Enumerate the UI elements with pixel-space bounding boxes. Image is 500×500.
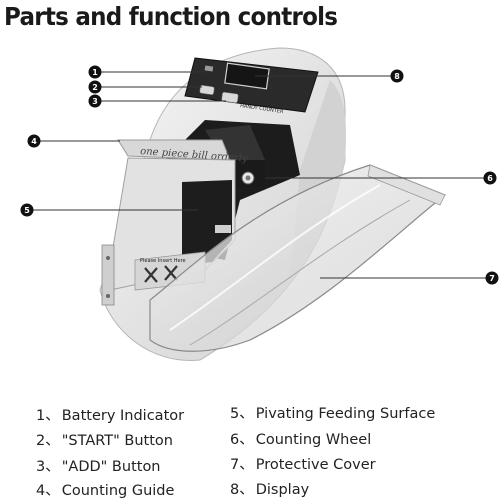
page-title: Parts and function controls <box>4 2 338 31</box>
legend-label: Display <box>255 482 310 498</box>
callout-marker-6: 6 <box>483 171 497 185</box>
callout-lines <box>33 71 486 279</box>
tray-text: Please Insert Here <box>140 258 186 264</box>
add-button[interactable] <box>221 91 239 104</box>
legend-num: 1、 <box>36 408 60 424</box>
start-button[interactable] <box>199 85 215 95</box>
battery-indicator-light <box>204 65 214 72</box>
legend-item-5: 5、Pivating Feeding Surface <box>230 402 435 423</box>
counting-wheel <box>235 160 265 188</box>
svg-text:1: 1 <box>92 68 98 77</box>
legend-num: 3、 <box>36 459 60 475</box>
legend-item-4: 4、Counting Guide <box>36 479 174 500</box>
legend-label: Pivating Feeding Surface <box>255 406 436 422</box>
legend-item-7: 7、Protective Cover <box>230 453 376 474</box>
svg-text:3: 3 <box>92 97 98 106</box>
legend-num: 5、 <box>230 406 254 422</box>
legend-num: 6、 <box>230 432 254 448</box>
callout-marker-1: 1 <box>88 65 102 79</box>
legend-label: Protective Cover <box>255 457 376 473</box>
legend-num: 2、 <box>36 433 60 449</box>
legend-item-6: 6、Counting Wheel <box>230 428 371 449</box>
legend-num: 8、 <box>230 482 254 498</box>
legend-label: "START" Button <box>61 433 173 449</box>
legend-item-2: 2、"START" Button <box>36 429 173 450</box>
svg-text:4: 4 <box>31 137 37 146</box>
protective-cover <box>149 164 447 352</box>
device-diagram: HANDY COUNTER one piece bill orderly Ple… <box>20 47 499 361</box>
legend-num: 4、 <box>36 483 60 499</box>
legend-label: Counting Wheel <box>255 432 372 448</box>
display-screen <box>224 62 270 90</box>
svg-text:2: 2 <box>92 83 98 92</box>
legend-item-1: 1、Battery Indicator <box>36 404 184 425</box>
callout-marker-2: 2 <box>88 80 102 94</box>
legend-num: 7、 <box>230 457 254 473</box>
svg-text:7: 7 <box>489 274 495 283</box>
callout-marker-7: 7 <box>485 271 499 285</box>
legend-item-3: 3、"ADD" Button <box>36 455 161 476</box>
parts-legend: 1、Battery Indicator 2、"START" Button 3、"… <box>36 400 496 500</box>
legend-label: Battery Indicator <box>61 408 185 424</box>
legend-item-8: 8、Display <box>230 478 309 499</box>
legend-label: Counting Guide <box>61 483 175 499</box>
callout-marker-5: 5 <box>20 203 34 217</box>
svg-text:6: 6 <box>487 174 493 183</box>
callout-marker-3: 3 <box>88 94 102 108</box>
svg-text:8: 8 <box>394 72 400 81</box>
svg-text:5: 5 <box>24 206 30 215</box>
callout-marker-8: 8 <box>390 69 404 83</box>
callout-marker-4: 4 <box>27 134 41 148</box>
legend-label: "ADD" Button <box>61 459 161 475</box>
